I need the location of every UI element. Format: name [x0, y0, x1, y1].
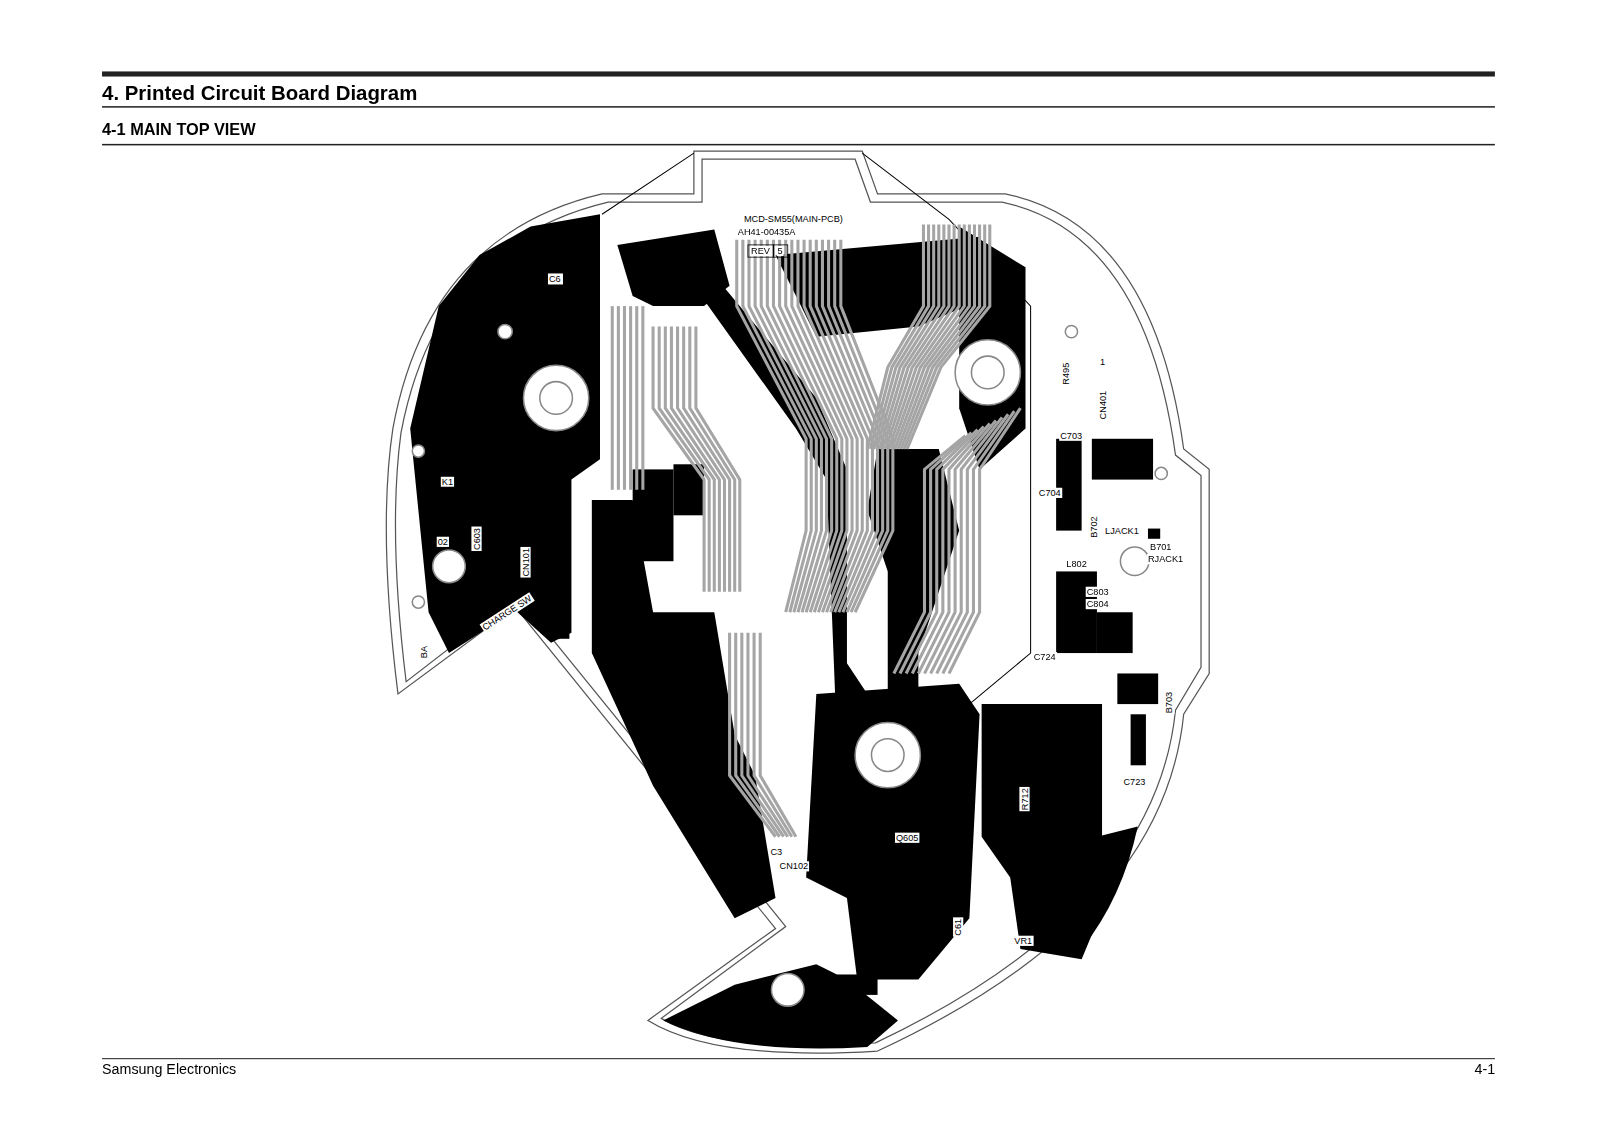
circuit-trace: [904, 224, 985, 448]
circuit-trace: [617, 306, 620, 490]
part-label: B702: [1089, 515, 1099, 539]
part-label: LJACK1: [1104, 526, 1140, 536]
rev-box: [773, 245, 787, 257]
part-label: C804: [1086, 599, 1110, 609]
part-label: L802: [1065, 559, 1087, 569]
part-label: C704: [1038, 488, 1062, 498]
circuit-trace: [898, 224, 975, 448]
circuit-trace: [611, 306, 614, 490]
part-label: VR1: [1013, 936, 1033, 946]
page-title: 4. Printed Circuit Board Diagram: [102, 81, 417, 105]
circuit-trace: [822, 240, 877, 612]
page-footer: Samsung Electronics: [102, 1060, 236, 1078]
part-label: C803: [1086, 587, 1110, 597]
page-footer: 4-1: [1474, 1060, 1495, 1078]
part-label: 02: [437, 537, 449, 547]
part-label: K1: [441, 477, 454, 487]
circuit-trace: [629, 306, 632, 490]
circuit-trace: [894, 436, 965, 674]
circuit-trace: [895, 224, 969, 448]
circuit-trace: [696, 327, 740, 592]
copper-fill: [410, 214, 1160, 1048]
part-label: REV: [750, 246, 771, 256]
part-label: BA: [418, 645, 428, 659]
part-label: C61: [953, 918, 963, 937]
circuit-trace: [749, 240, 816, 612]
circuit-trace: [737, 240, 806, 612]
part-label: CN102: [779, 861, 810, 871]
circuit-trace: [816, 240, 872, 612]
section-heading: 4-1 MAIN TOP VIEW: [102, 119, 256, 139]
part-label: R712: [1019, 787, 1029, 811]
part-label: Q605: [895, 833, 920, 843]
board-outline: [386, 151, 1209, 1053]
page-rules: [102, 71, 1495, 1059]
rev-box: [748, 245, 774, 257]
circuit-trace: [810, 240, 867, 612]
part-label: CN101: [520, 547, 530, 578]
part-label: B701: [1149, 542, 1173, 552]
circuit-trace: [623, 306, 626, 490]
trace-group: [612, 224, 1020, 836]
part-label: B703: [1164, 691, 1174, 715]
circuit-trace: [901, 224, 980, 448]
part-label: C603: [471, 527, 481, 551]
part-label: C724: [1033, 652, 1057, 662]
part-label: C3: [769, 847, 783, 857]
part-label: C6: [548, 273, 562, 283]
circuit-trace: [907, 224, 990, 448]
part-label: 1: [1099, 357, 1106, 367]
part-label: C703: [1059, 431, 1083, 441]
circuit-trace: [641, 306, 644, 490]
part-label: R495: [1061, 362, 1071, 386]
part-label: 5: [777, 246, 784, 256]
part-label: MCD-SM55(MAIN-PCB): [743, 214, 844, 224]
mounting-holes: [412, 324, 1167, 1006]
part-label: C723: [1122, 777, 1146, 787]
circuit-trace: [743, 240, 811, 612]
circuit-trace: [635, 306, 638, 490]
part-label: AH41-00435A: [737, 227, 797, 237]
part-label: CN401: [1098, 390, 1108, 421]
part-label: RJACK1: [1147, 554, 1184, 564]
circuit-trace: [760, 633, 796, 837]
